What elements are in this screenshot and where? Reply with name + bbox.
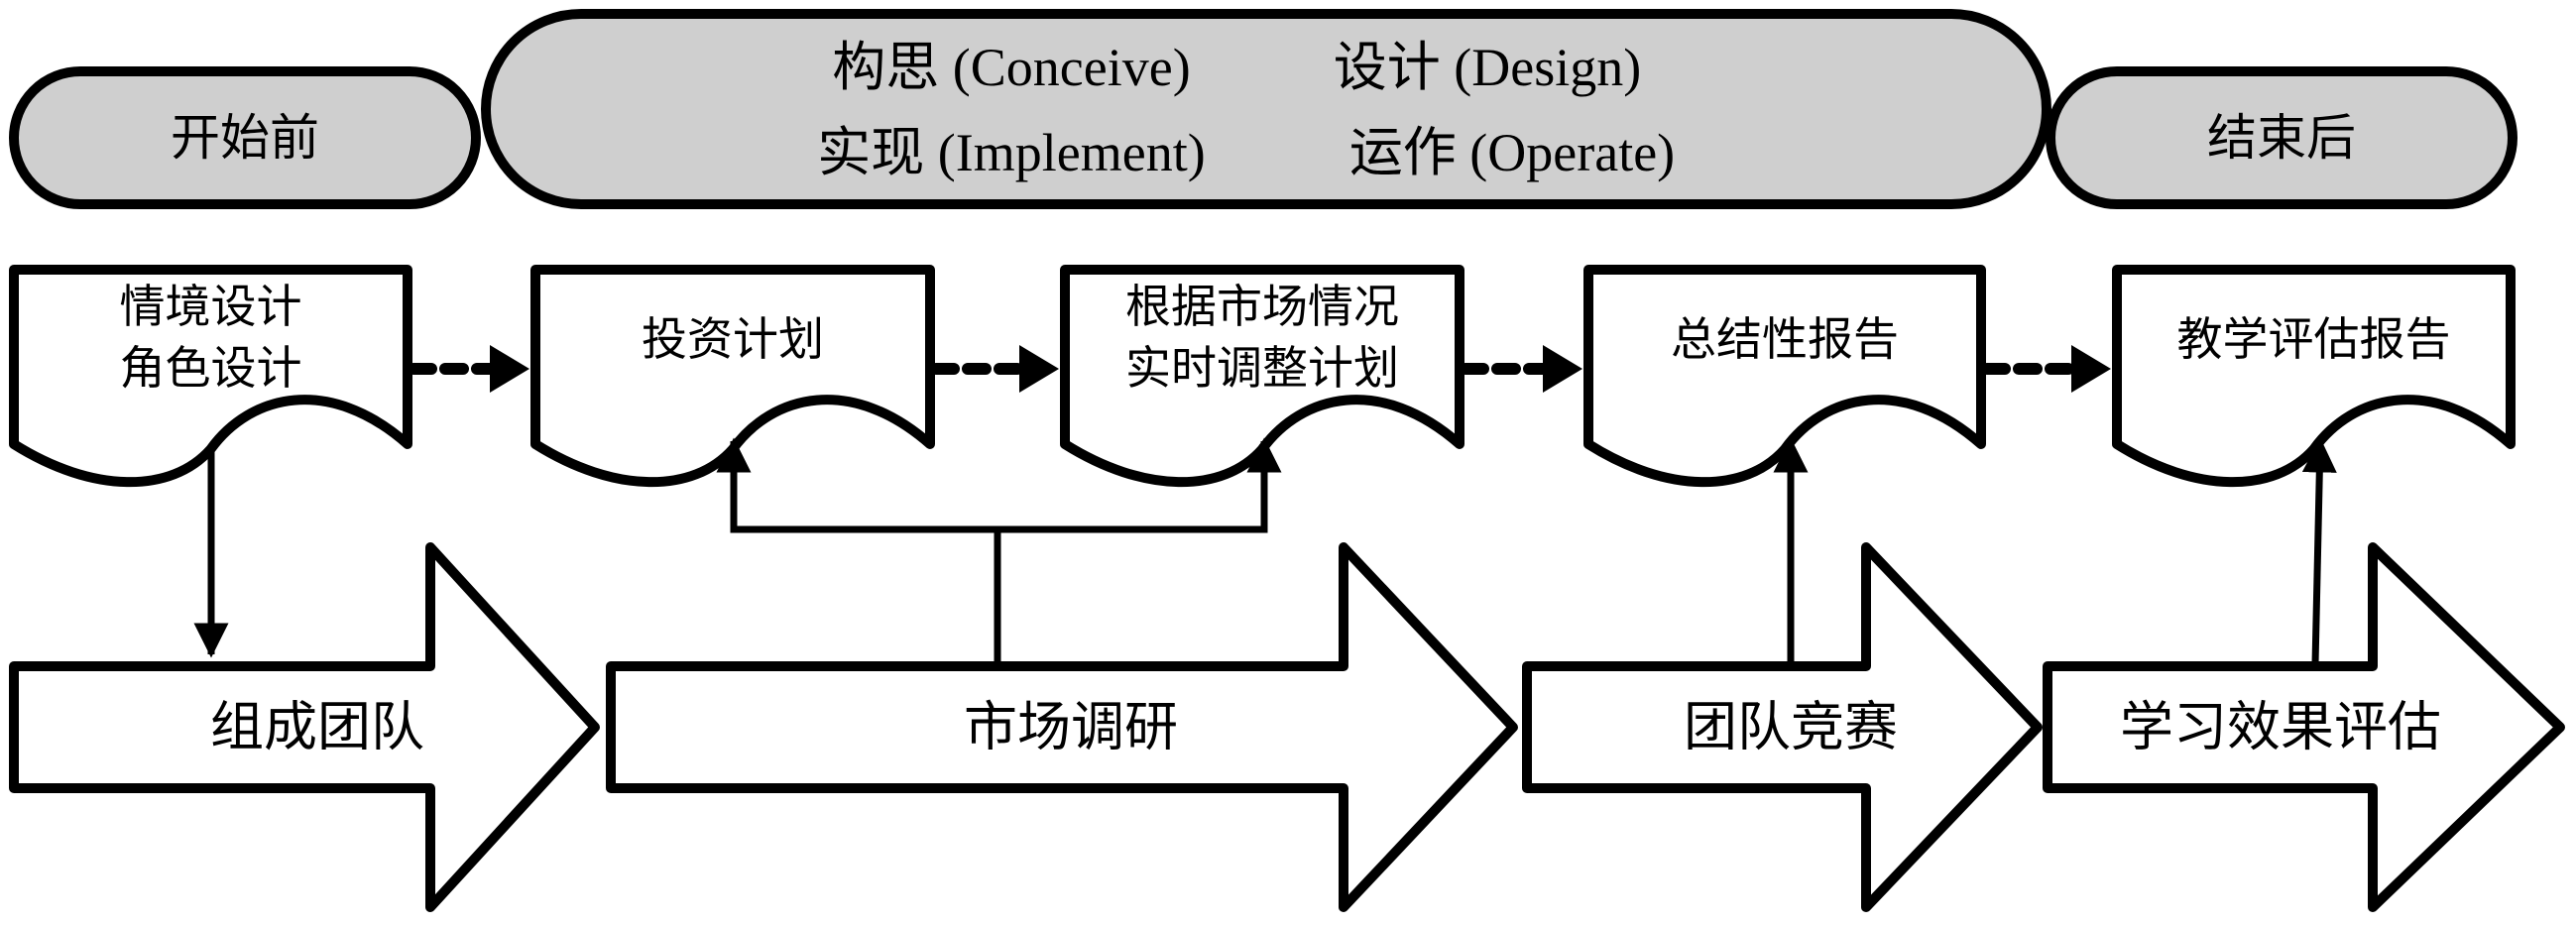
document-label: 实时调整计划 [1125,341,1399,395]
connectors [193,437,2337,665]
phase-cdio-pill [481,9,2051,209]
step-arrow: 市场调研 [606,542,1518,912]
phase-after-pill [2046,66,2517,209]
step-arrow-shape [2043,542,2565,912]
phase-before: 开始前 [9,66,481,209]
connector-evaluation-to-report [2301,437,2337,665]
arrowhead-icon [2071,345,2111,393]
document-label: 角色设计 [120,341,302,395]
phase-before-pill [9,66,481,209]
step-arrow-shape [1522,542,2043,912]
document-label: 总结性报告 [1671,312,1899,366]
arrowhead-icon [490,345,529,393]
cdio-design-label: 设计 (Design) [1334,38,1641,97]
dotted-arrow [930,345,1059,393]
step-label: 组成团队 [210,696,424,758]
step-arrow: 学习效果评估 [2043,542,2565,912]
step-label: 团队竞赛 [1684,696,1898,758]
phase-after-label: 结束后 [2207,109,2356,167]
dotted-arrow [1981,345,2111,393]
cdio-operate-label: 运作 (Operate) [1349,123,1675,182]
document-shape [1583,265,1986,488]
step-arrow-shape [9,542,600,912]
step-arrow: 团队竞赛 [1522,542,2043,912]
phase-cdio: 构思 (Conceive) 设计 (Design) 实现 (Implement)… [481,9,2051,209]
arrowhead-icon [1019,345,1059,393]
phase-after: 结束后 [2046,66,2517,209]
cdio-implement-label: 实现 (Implement) [817,123,1205,182]
document-label: 教学评估报告 [2177,312,2451,366]
step-label: 市场调研 [964,696,1178,758]
dotted-arrow [1460,345,1582,393]
step-arrow: 组成团队 [9,542,600,912]
document-box: 教学评估报告 [2112,265,2516,488]
step-arrow-shape [606,542,1518,912]
step-label: 学习效果评估 [2120,696,2441,758]
arrowhead-icon [1543,345,1582,393]
document-label: 情境设计 [120,280,302,333]
document-shape [9,265,412,488]
document-box: 总结性报告 [1583,265,1986,488]
dotted-arrow [408,345,529,393]
document-label: 投资计划 [642,312,824,366]
document-shape [2112,265,2516,488]
cdio-conceive-label: 构思 (Conceive) [832,38,1190,97]
document-label: 根据市场情况 [1125,280,1399,333]
phase-before-label: 开始前 [171,109,319,167]
